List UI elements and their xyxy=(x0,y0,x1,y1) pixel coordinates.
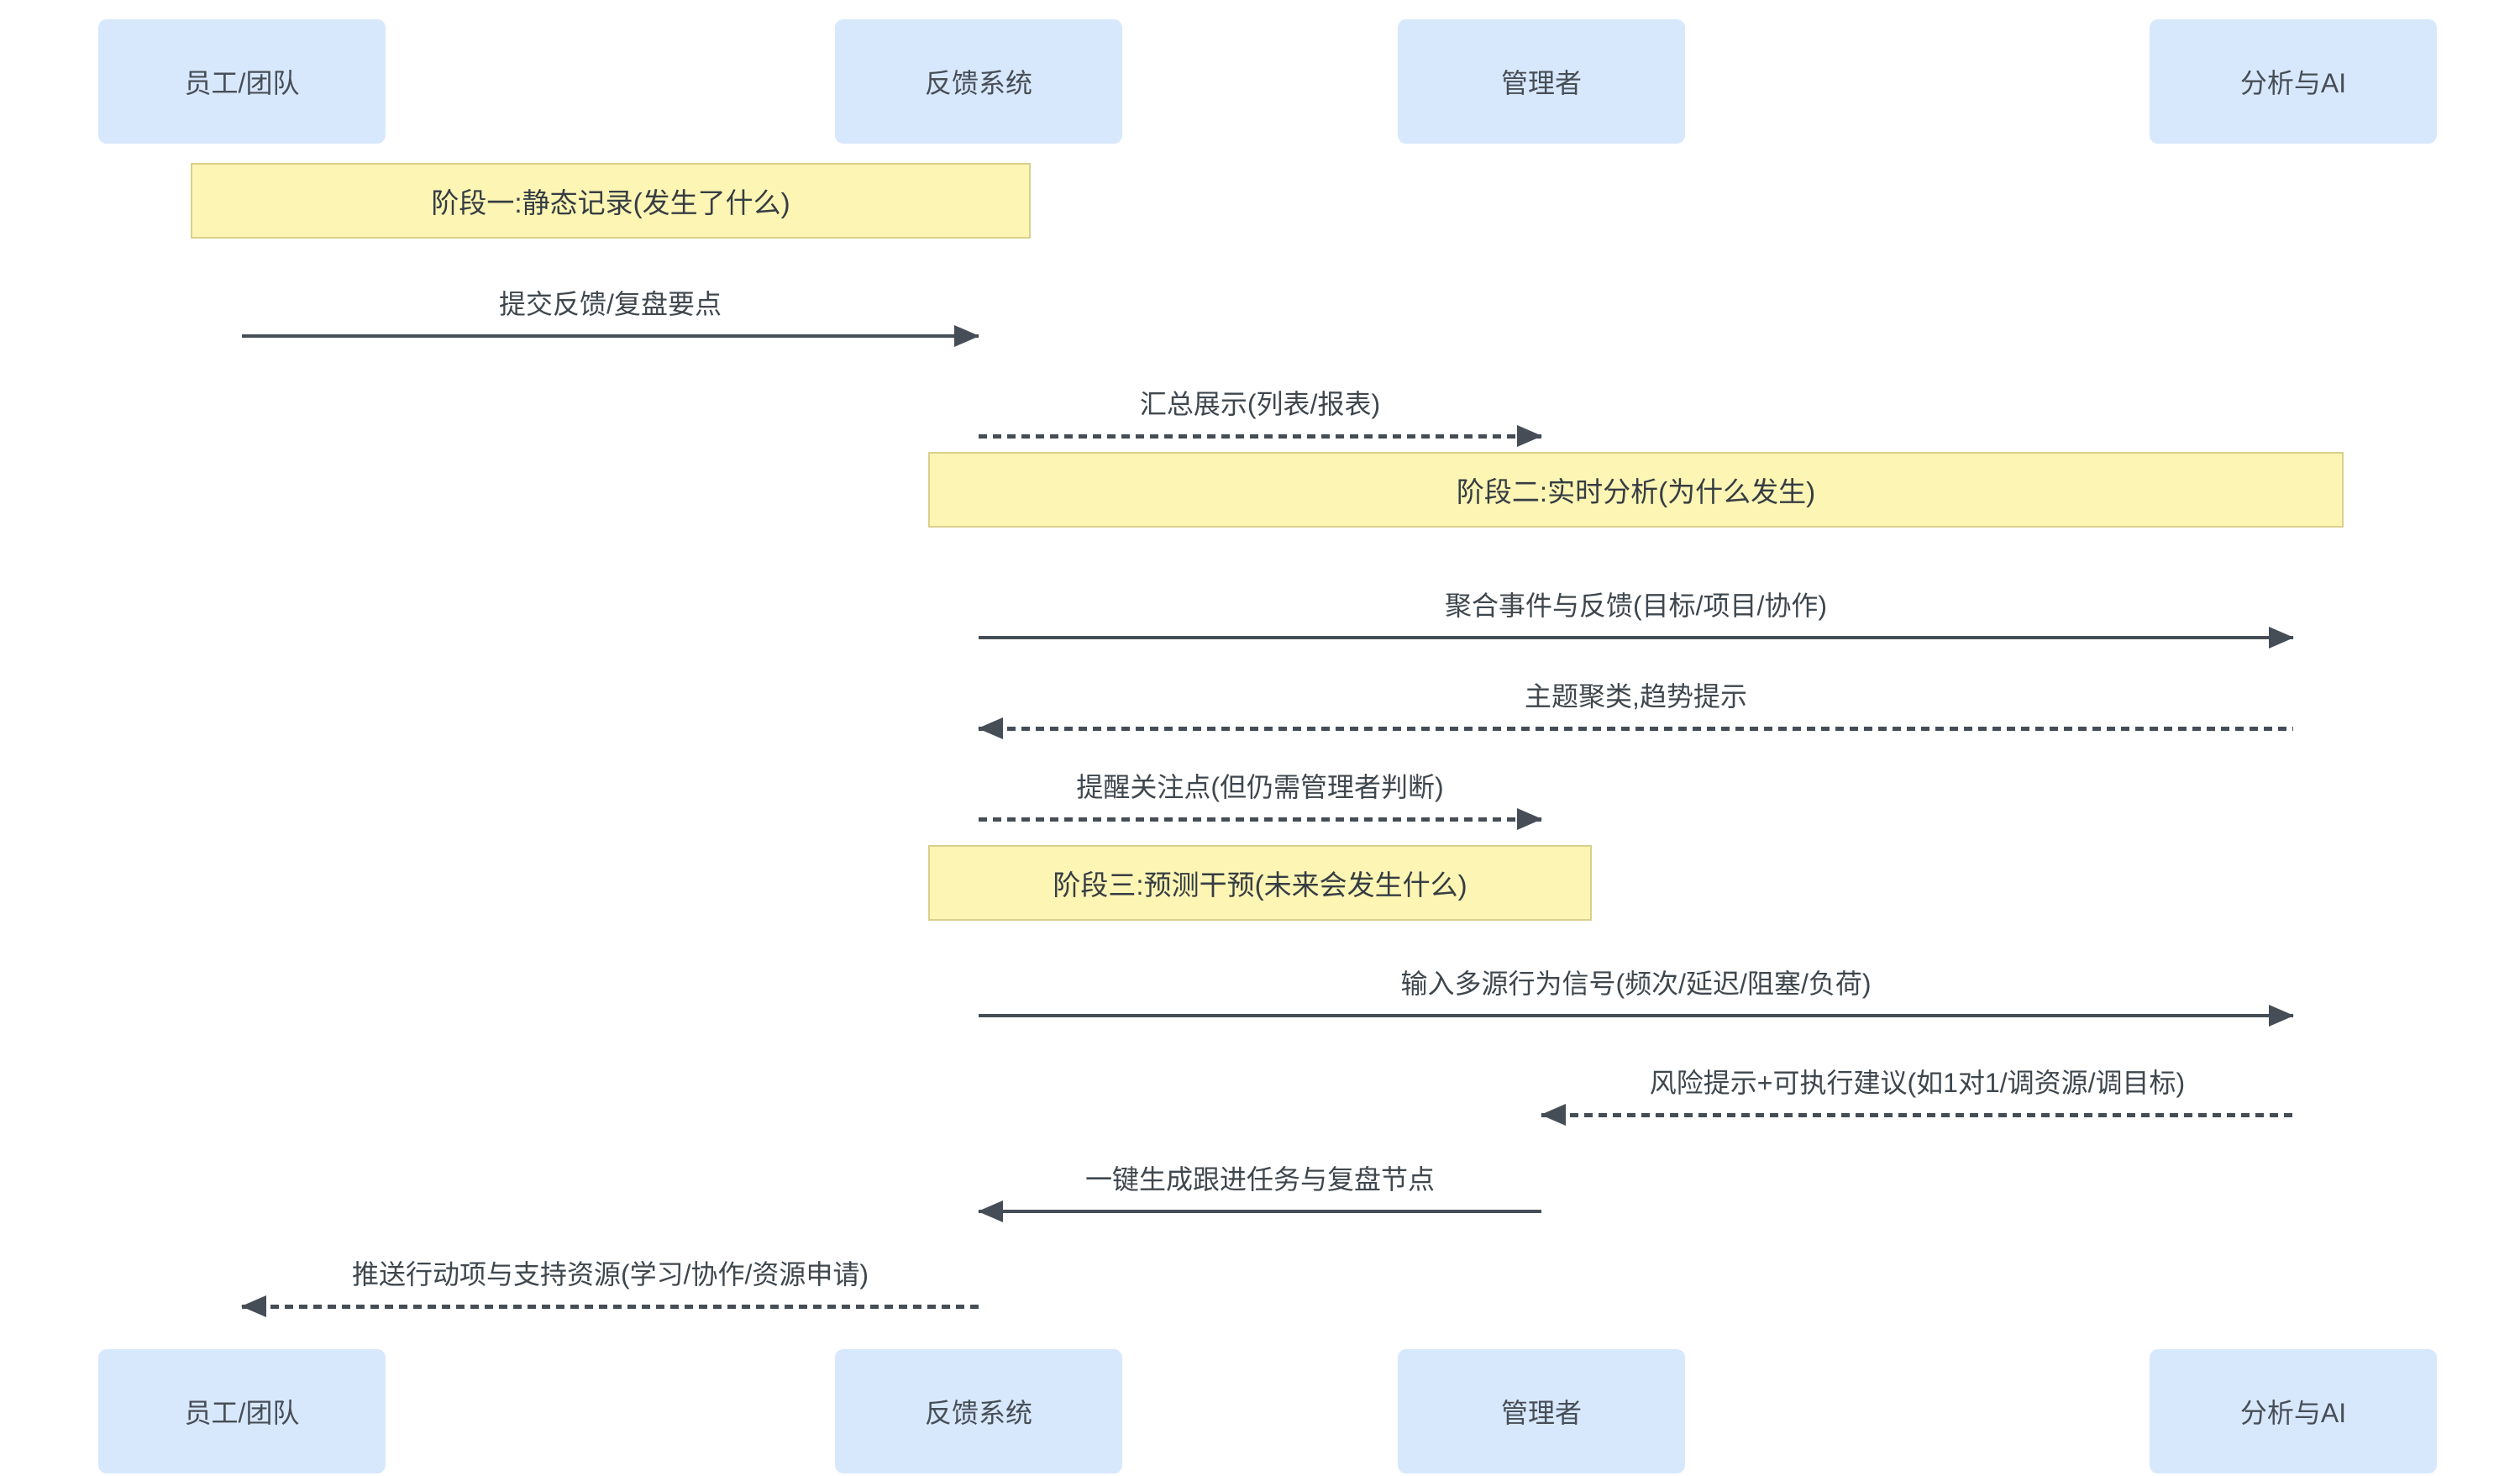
message-label: 一键生成跟进任务与复盘节点 xyxy=(1084,1164,1435,1195)
participant-label: 员工/团队 xyxy=(184,68,300,98)
arrowhead-right-icon xyxy=(1517,425,1542,447)
phase-note-label: 阶段三:预测干预(未来会发生什么) xyxy=(1053,869,1467,901)
participant-label: 反馈系统 xyxy=(924,68,1032,98)
arrowhead-left-icon xyxy=(978,717,1003,739)
message-label: 聚合事件与反馈(目标/项目/协作) xyxy=(1444,591,1828,621)
message-4: 主题聚类,趋势提示 xyxy=(978,680,2293,739)
participant-bottom-employee-team: 员工/团队 xyxy=(98,1349,386,1473)
participant-top-feedback-system: 反馈系统 xyxy=(835,19,1122,144)
participant-label: 反馈系统 xyxy=(924,1398,1032,1428)
arrowhead-right-icon xyxy=(2269,627,2294,649)
message-line-dotted xyxy=(978,717,2293,739)
message-label: 风险提示+可执行建议(如1对1/调资源/调目标) xyxy=(1649,1068,2186,1098)
participant-top-employee-team: 员工/团队 xyxy=(98,19,386,144)
phase-note-1: 阶段一:静态记录(发生了什么) xyxy=(191,163,1031,239)
phase-note-label: 阶段一:静态记录(发生了什么) xyxy=(431,187,790,218)
participant-top-manager: 管理者 xyxy=(1398,19,1685,144)
participant-label: 分析与AI xyxy=(2239,1398,2347,1428)
message-line-solid xyxy=(979,1005,2294,1027)
message-8: 一键生成跟进任务与复盘节点 xyxy=(978,1163,1541,1222)
arrowhead-right-icon xyxy=(2269,1005,2294,1027)
message-label: 输入多源行为信号(频次/延迟/阻塞/负荷) xyxy=(1400,969,1872,999)
message-6: 输入多源行为信号(频次/延迟/阻塞/负荷) xyxy=(979,967,2294,1027)
participant-bottom-analytics-ai: 分析与AI xyxy=(2150,1349,2437,1473)
message-9: 推送行动项与支持资源(学习/协作/资源申请) xyxy=(241,1258,979,1317)
arrowhead-left-icon xyxy=(978,1200,1003,1222)
message-3: 聚合事件与反馈(目标/项目/协作) xyxy=(979,589,2294,649)
message-label: 主题聚类,趋势提示 xyxy=(1525,681,1747,712)
arrowhead-left-icon xyxy=(1541,1104,1566,1126)
participant-label: 员工/团队 xyxy=(184,1398,300,1428)
message-7: 风险提示+可执行建议(如1对1/调资源/调目标) xyxy=(1541,1066,2293,1126)
message-line-dotted xyxy=(979,808,1542,830)
message-line-solid xyxy=(978,1200,1541,1222)
participant-bottom-manager: 管理者 xyxy=(1398,1349,1685,1473)
phase-note-2: 阶段二:实时分析(为什么发生) xyxy=(928,452,2344,528)
message-label: 汇总展示(列表/报表) xyxy=(1139,389,1381,419)
participant-top-analytics-ai: 分析与AI xyxy=(2150,19,2437,144)
arrowhead-right-icon xyxy=(954,325,979,347)
message-5: 提醒关注点(但仍需管理者判断) xyxy=(979,770,1542,830)
message-label: 推送行动项与支持资源(学习/协作/资源申请) xyxy=(351,1259,869,1290)
participant-label: 分析与AI xyxy=(2239,68,2347,98)
phase-note-3: 阶段三:预测干预(未来会发生什么) xyxy=(928,845,1592,921)
phase-note-label: 阶段二:实时分析(为什么发生) xyxy=(1456,476,1816,507)
message-line-dotted xyxy=(1541,1104,2293,1126)
participant-label: 管理者 xyxy=(1500,1398,1582,1428)
participant-bottom-feedback-system: 反馈系统 xyxy=(835,1349,1122,1473)
message-2: 汇总展示(列表/报表) xyxy=(979,387,1542,447)
message-line-dotted xyxy=(979,425,1542,447)
arrowhead-left-icon xyxy=(241,1295,266,1317)
message-1: 提交反馈/复盘要点 xyxy=(242,287,979,347)
message-label: 提交反馈/复盘要点 xyxy=(499,289,722,319)
arrowhead-right-icon xyxy=(1517,808,1542,830)
participant-label: 管理者 xyxy=(1500,68,1582,98)
message-label: 提醒关注点(但仍需管理者判断) xyxy=(1076,772,1444,802)
message-line-solid xyxy=(979,627,2294,649)
message-line-dotted xyxy=(241,1295,979,1317)
message-line-solid xyxy=(242,325,979,347)
